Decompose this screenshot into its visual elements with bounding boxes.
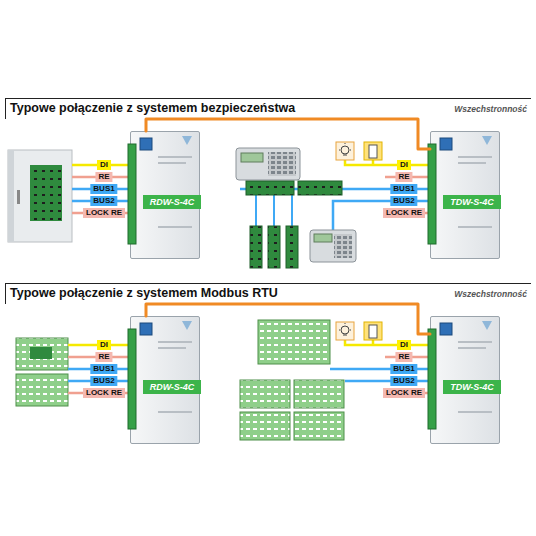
- door-symbol: [369, 145, 377, 158]
- alarm-board: [30, 165, 62, 221]
- signal-label: BUS1: [390, 364, 417, 374]
- expander-module: [268, 226, 280, 268]
- signal-label: LOCK RE: [383, 208, 425, 218]
- cabinet-handle: [17, 190, 20, 204]
- signal-label: DI: [397, 340, 411, 350]
- bulb-rays: [339, 323, 351, 335]
- keypad-screen: [241, 153, 263, 162]
- bulb-symbol: [341, 146, 349, 154]
- modbus-module: [16, 374, 68, 406]
- device-label: TDW-S-4C: [443, 380, 501, 394]
- modbus-module: [240, 380, 290, 408]
- door-symbol: [369, 325, 377, 338]
- keypad-keys: [268, 152, 296, 176]
- connection-panel: Typowe połączenie z systemem Modbus RTU W…: [5, 283, 531, 455]
- keypad-keys: [334, 234, 352, 258]
- di-wire: [345, 340, 432, 345]
- signal-label: BUS1: [90, 364, 117, 374]
- expander-board: [298, 181, 342, 195]
- signal-label: BUS2: [390, 196, 417, 206]
- signal-label: RE: [395, 172, 412, 182]
- keypad-screen: [314, 234, 332, 242]
- lamp-icon: [336, 322, 354, 340]
- panel-tag: Wszechstronność: [454, 104, 527, 114]
- modbus-module: [294, 412, 344, 440]
- signal-label: RE: [95, 352, 112, 362]
- signal-label: DI: [397, 160, 411, 170]
- di-wire: [345, 160, 432, 165]
- expander-board: [246, 181, 294, 195]
- expander-module: [286, 226, 298, 268]
- panel-tag: Wszechstronność: [454, 289, 527, 299]
- bulb-rays: [339, 143, 351, 155]
- modbus-module: [294, 380, 344, 408]
- converter-device: RDW-S-4C: [130, 316, 200, 444]
- signal-label: LOCK RE: [83, 208, 125, 218]
- signal-label: BUS2: [390, 376, 417, 386]
- connection-panel: Typowe połączenie z systemem bezpieczeńs…: [5, 98, 531, 270]
- signal-label: DI: [97, 340, 111, 350]
- signal-label: BUS1: [90, 184, 117, 194]
- keypad: [310, 230, 356, 262]
- device-label: RDW-S-4C: [143, 195, 201, 209]
- door-icon: [364, 322, 382, 340]
- signal-label: LOCK RE: [383, 388, 425, 398]
- panel-heading: Typowe połączenie z systemem bezpieczeńs…: [5, 99, 295, 119]
- converter-device: TDW-S-4C: [430, 316, 500, 444]
- converter-device: TDW-S-4C: [430, 131, 500, 259]
- signal-label: BUS2: [90, 376, 117, 386]
- signal-label: DI: [97, 160, 111, 170]
- modbus-module: [16, 338, 68, 370]
- expander-module: [250, 226, 262, 268]
- modbus-module: [258, 320, 330, 364]
- module-chip: [30, 347, 52, 359]
- door-icon: [364, 142, 382, 160]
- modbus-module: [240, 412, 290, 440]
- device-label: RDW-S-4C: [143, 380, 201, 394]
- bus-wire: [345, 380, 432, 383]
- signal-label: BUS1: [390, 184, 417, 194]
- lamp-icon: [336, 142, 354, 160]
- signal-label: RE: [395, 352, 412, 362]
- alarm-cabinet: [8, 150, 72, 242]
- device-label: TDW-S-4C: [443, 195, 501, 209]
- converter-device: RDW-S-4C: [130, 131, 200, 259]
- signal-label: BUS2: [90, 196, 117, 206]
- signal-label: RE: [95, 172, 112, 182]
- signal-label: LOCK RE: [83, 388, 125, 398]
- bulb-symbol: [341, 326, 349, 334]
- panel-heading: Typowe połączenie z systemem Modbus RTU: [5, 284, 278, 304]
- cabinet-side: [8, 150, 14, 242]
- keypad: [236, 148, 300, 180]
